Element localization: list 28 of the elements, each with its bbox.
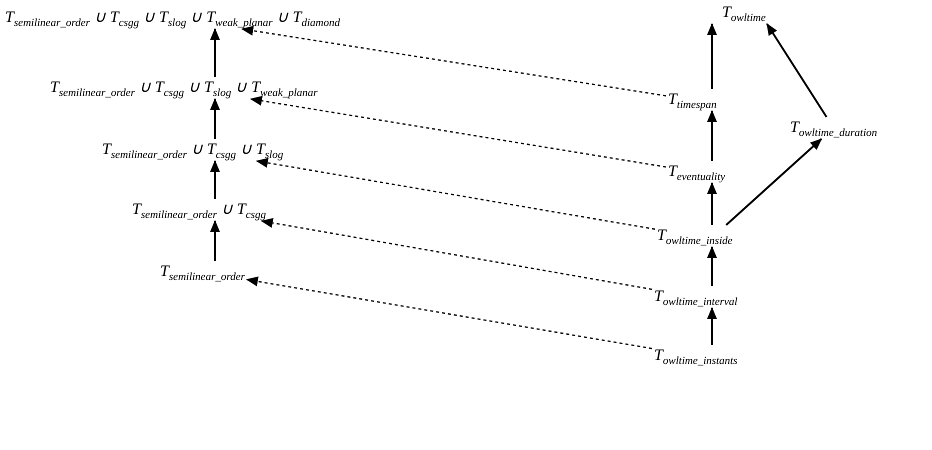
dashed-arrow [256, 158, 656, 230]
arrow [210, 220, 220, 261]
theory-label: T$_{owltime}$ [722, 3, 766, 23]
arrow [707, 23, 717, 89]
theory-label: T$_{semilinear_order}$ [160, 262, 245, 282]
arrow [210, 160, 220, 199]
dashed-arrow [246, 276, 652, 350]
arrow [210, 98, 220, 139]
arrow [707, 110, 717, 161]
arrow [766, 23, 828, 118]
theory-label: T$_{semilinear_order}$ ∪ T$_{csgg}$ ∪ T$_{slog}$ ∪ T$_{weak_planar}$ ∪ T$_{diamond}$ [5, 8, 340, 28]
arrow [726, 138, 822, 226]
theory-label: T$_{semilinear_order}$ ∪ T$_{csgg}$ [132, 200, 266, 220]
theory-label: T$_{owltime_duration}$ [790, 118, 878, 138]
arrow [707, 246, 717, 286]
theory-label: T$_{semilinear_order}$ ∪ T$_{csgg}$ ∪ T$_{slog}$ [102, 140, 284, 160]
theory-label: T$_{owltime_instants}$ [654, 346, 738, 366]
theory-label: T$_{timespan}$ [668, 90, 717, 110]
dashed-arrow [241, 26, 666, 96]
theory-label: T$_{eventuality}$ [668, 162, 726, 182]
theory-label: T$_{owltime_inside}$ [657, 226, 733, 246]
theory-label: T$_{owltime_interval}$ [654, 287, 738, 307]
arrow [707, 307, 717, 345]
arrow [210, 28, 220, 77]
arrow [707, 182, 717, 225]
dashed-arrow [260, 218, 652, 290]
dashed-arrow [250, 96, 666, 168]
theory-label: T$_{semilinear_order}$ ∪ T$_{csgg}$ ∪ T$_{slog}$ ∪ T$_{weak_planar}$ [50, 78, 318, 98]
